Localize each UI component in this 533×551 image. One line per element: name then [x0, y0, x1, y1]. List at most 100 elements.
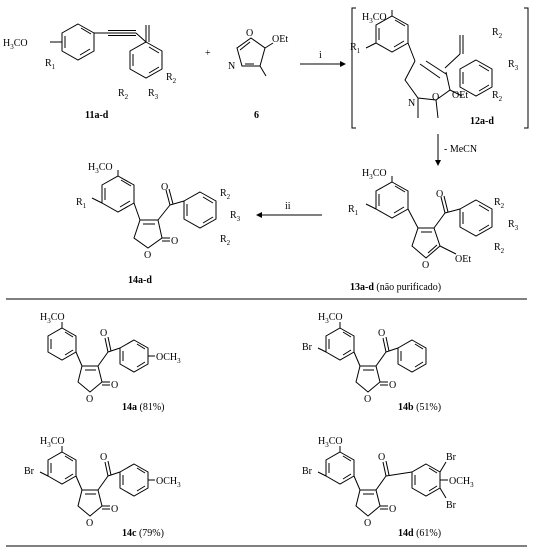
atom-label-O: O [422, 260, 429, 271]
atom-label-H: H [88, 162, 95, 173]
atom-subscript-3: 3 [177, 481, 181, 489]
atom-label-OEt: OEt [452, 90, 468, 101]
atom-label-Br: Br [24, 466, 35, 477]
compound-12-structure [351, 7, 529, 129]
atom-subscript-1: 1 [52, 63, 56, 71]
svg-text:R2: R2 [118, 88, 129, 101]
compound-14b-structure [317, 322, 427, 393]
atom-subscript-3: 3 [369, 17, 373, 25]
atom-subscript-3: 3 [155, 93, 159, 101]
svg-text:14c (79%): 14c (79%) [122, 528, 164, 539]
atom-subscript-2: 2 [173, 77, 177, 85]
atom-subscript-1: 1 [83, 202, 87, 210]
compound-note: (não purificado) [374, 282, 441, 293]
atom-label-H: H [362, 12, 369, 23]
atom-subscript-2: 2 [227, 239, 231, 247]
atom-label-CO: CO [329, 312, 343, 323]
svg-text:R3: R3 [230, 210, 241, 223]
atom-label-O: O [378, 452, 385, 463]
atom-subscript-2: 2 [227, 193, 231, 201]
svg-text:R1: R1 [76, 197, 87, 210]
atom-label-H: H [40, 436, 47, 447]
atom-label-R1: R [348, 204, 355, 215]
svg-text:H3CO: H3CO [318, 312, 343, 325]
atom-label-Br: Br [302, 342, 313, 353]
svg-text:R2: R2 [166, 72, 177, 85]
atom-label-O: O [389, 504, 396, 515]
atom-subscript-3: 3 [95, 167, 99, 175]
compound-6-structure [236, 37, 274, 77]
atom-label-OCH3: OCH [156, 476, 177, 487]
atom-label-R3: R [508, 59, 515, 70]
atom-subscript-3: 3 [177, 357, 181, 365]
atom-label-H: H [362, 168, 369, 179]
atom-label-H: H [40, 312, 47, 323]
svg-text:OCH3: OCH3 [449, 476, 474, 489]
compound-id-12: 12 [470, 116, 480, 127]
atom-label-OEt: OEt [272, 34, 288, 45]
atom-label-O: O [389, 380, 396, 391]
atom-label-H: H [3, 38, 10, 49]
svg-text:R3: R3 [148, 88, 159, 101]
atom-label-OCH3: OCH [449, 476, 470, 487]
compound-suffix: a-d [138, 275, 152, 286]
atom-label-O: O [171, 236, 178, 247]
atom-label-CO: CO [373, 168, 387, 179]
compound-id-13: 13 [350, 282, 360, 293]
svg-text:H3CO: H3CO [362, 168, 387, 181]
atom-subscript-3: 3 [369, 173, 373, 181]
svg-text:H3CO: H3CO [40, 312, 65, 325]
svg-text:14d (61%): 14d (61%) [398, 528, 441, 539]
yield-14a: (81%) [137, 402, 165, 413]
svg-text:R3: R3 [508, 59, 519, 72]
atom-label-Br: Br [302, 466, 313, 477]
atom-label-N: N [228, 61, 235, 72]
yield-14c: (79%) [136, 528, 164, 539]
svg-text:OCH3: OCH3 [156, 476, 181, 489]
atom-label-O: O [364, 394, 371, 405]
svg-text:14a (81%): 14a (81%) [122, 402, 165, 413]
atom-label-CO: CO [329, 436, 343, 447]
reagent-plus-sign: + [205, 48, 211, 59]
atom-label-R1: R [45, 58, 52, 69]
atom-subscript-3: 3 [325, 317, 329, 325]
atom-label-R2: R [220, 234, 227, 245]
atom-label-N: N [408, 98, 415, 109]
svg-text:R1: R1 [350, 42, 361, 55]
svg-text:13a-d (não purificado): 13a-d (não purificado) [350, 282, 441, 293]
atom-label-O: O [100, 328, 107, 339]
svg-text:R3: R3 [508, 219, 519, 232]
compound-suffix: a-d [480, 116, 494, 127]
yield-14d: (61%) [414, 528, 442, 539]
compound-id-11: 11 [85, 110, 94, 121]
atom-label-O: O [144, 250, 151, 261]
atom-label-R1: R [76, 197, 83, 208]
svg-text:R2: R2 [494, 197, 505, 210]
atom-subscript-3: 3 [47, 317, 51, 325]
compound-14a-structure [47, 322, 155, 393]
atom-label-R2: R [492, 27, 499, 38]
atom-label-O: O [378, 328, 385, 339]
compound-id-14: 14 [398, 402, 408, 413]
svg-text:H3CO: H3CO [40, 436, 65, 449]
svg-text:H3CO: H3CO [362, 12, 387, 25]
atom-label-CO: CO [99, 162, 113, 173]
atom-label-O: O [100, 452, 107, 463]
atom-label-H: H [318, 312, 325, 323]
compound-id-14: 14 [128, 275, 138, 286]
yield-14b: (51%) [414, 402, 442, 413]
atom-label-R2: R [118, 88, 125, 99]
atom-label-O: O [436, 189, 443, 200]
svg-text:14b (51%): 14b (51%) [398, 402, 441, 413]
svg-text:12a-d: 12a-d [470, 116, 494, 127]
atom-label-O: O [111, 380, 118, 391]
compound-14d-structure [317, 446, 448, 517]
atom-label-R3: R [508, 219, 515, 230]
atom-label-Br: Br [446, 500, 457, 511]
compound-suffix: a-d [360, 282, 374, 293]
svg-text:11a-d: 11a-d [85, 110, 109, 121]
compound-13-structure [365, 176, 493, 259]
compound-suffix: c [132, 528, 137, 539]
svg-text:R2: R2 [492, 27, 503, 40]
